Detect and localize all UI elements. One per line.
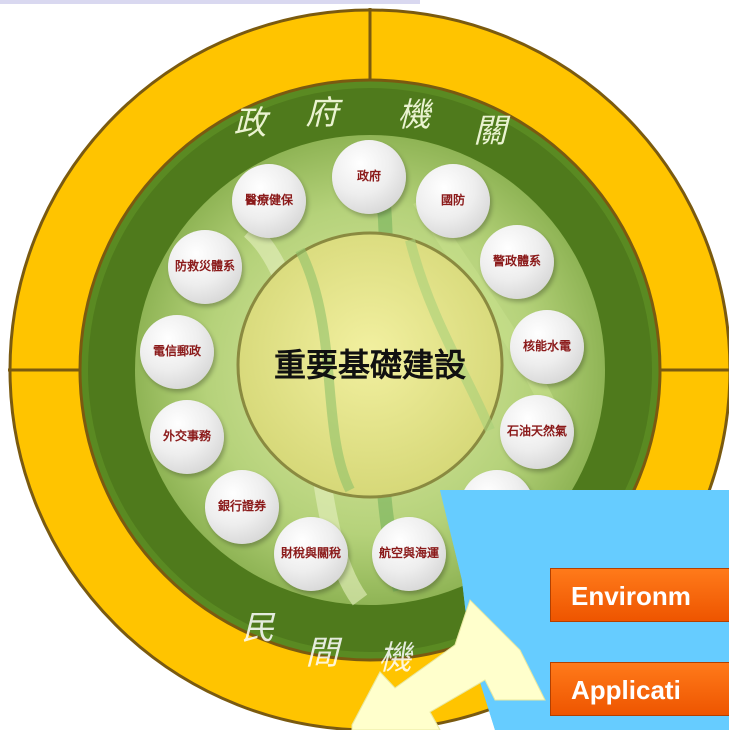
sector-bubble-banking: 銀行證券 <box>205 470 279 544</box>
ring-char-bottom: 機 <box>378 638 412 677</box>
sector-bubble-nuclear-water-power: 核能水電 <box>510 310 584 384</box>
sector-bubble-partial <box>460 470 534 544</box>
sector-bubble-healthcare: 醫療健保 <box>232 164 306 238</box>
sector-bubble-police: 警政體系 <box>480 225 554 299</box>
top-strip <box>0 0 420 4</box>
sector-bubble-government: 政府 <box>332 140 406 214</box>
sector-bubble-aviation-shipping: 航空與海運 <box>372 517 446 591</box>
sector-bubble-disaster-rescue: 防救災體系 <box>168 230 242 304</box>
sector-bubble-foreign-affairs: 外交事務 <box>150 400 224 474</box>
sector-bubble-tax-customs: 財稅與關稅 <box>274 517 348 591</box>
ring-char-bottom: 民 <box>241 608 275 647</box>
sector-bubble-oil-gas: 石油天然氣 <box>500 395 574 469</box>
leaf-decoration <box>405 238 495 432</box>
ring-char-top: 機 <box>397 95 431 134</box>
center-disc <box>236 231 504 499</box>
ring-char-top: 府 <box>305 93 339 132</box>
ring-char-bottom: 間 <box>305 633 339 672</box>
ring-char-top: 政 <box>233 103 267 142</box>
leaf-decoration <box>295 247 355 493</box>
sector-bubble-telecom-postal: 電信郵政 <box>140 315 214 389</box>
environment-box: Environm <box>550 568 729 622</box>
ring-char-top: 關 <box>473 111 507 150</box>
center-title: 重要基礎建設 <box>273 346 466 384</box>
application-box: Applicati <box>550 662 729 716</box>
sector-bubble-defense: 國防 <box>416 164 490 238</box>
